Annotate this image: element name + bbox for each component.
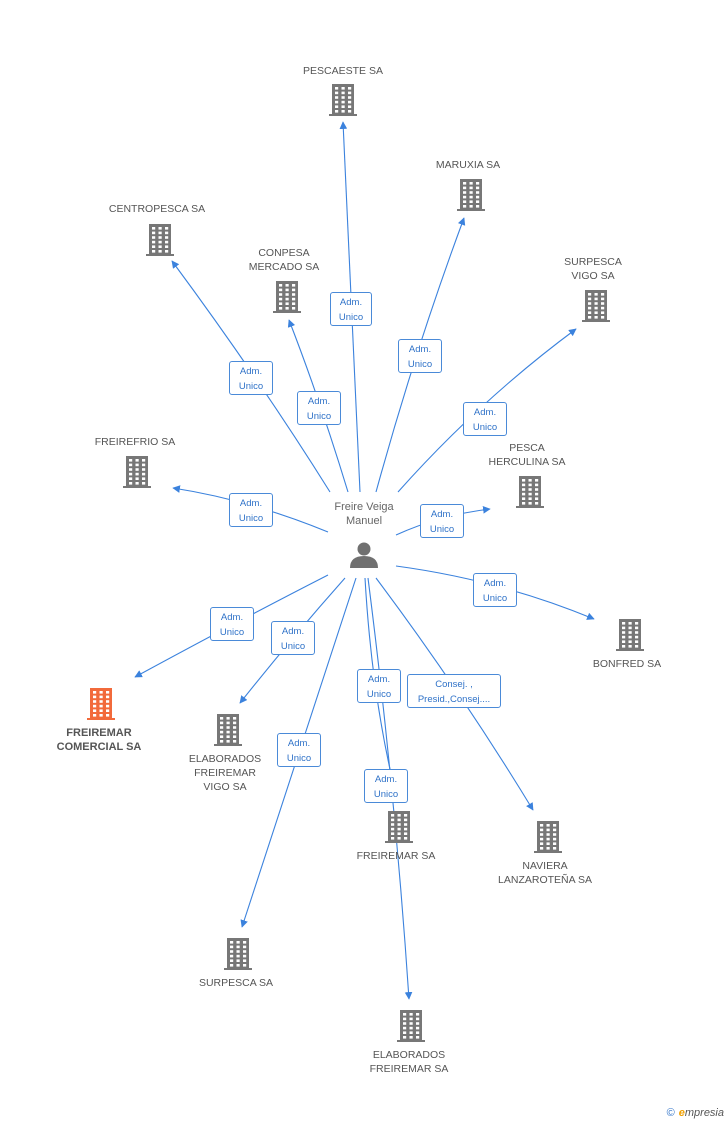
node-label-pescaeste[interactable]: PESCAESTE SA — [303, 65, 383, 77]
building-icon-freiremar-comercial[interactable] — [87, 688, 115, 720]
building-icon-elaborados-vigo[interactable] — [214, 714, 242, 746]
person-icon[interactable] — [350, 542, 378, 569]
edge-label-freiremar-comercial[interactable]: Adm. Unico — [210, 607, 254, 641]
edge-label-surpesca[interactable]: Adm. Unico — [277, 733, 321, 767]
edge-label-elaborados[interactable]: Adm. Unico — [364, 769, 408, 803]
edge-label-pescaeste[interactable]: Adm. Unico — [330, 292, 372, 326]
edge-label-freirefrio[interactable]: Adm. Unico — [229, 493, 273, 527]
building-icon-surpesca[interactable] — [224, 938, 252, 970]
node-label-elaborados-vigo[interactable]: ELABORADOS FREIREMAR VIGO SA — [188, 753, 262, 793]
building-icon-centropesca[interactable] — [146, 224, 174, 256]
node-label-elaborados[interactable]: ELABORADOS FREIREMAR SA — [369, 1049, 449, 1075]
building-icon-freirefrio[interactable] — [123, 456, 151, 488]
building-icon-pesca-herculina[interactable] — [516, 476, 544, 508]
edge-label-pesca-herculina[interactable]: Adm. Unico — [420, 504, 464, 538]
node-label-surpesca[interactable]: SURPESCA SA — [198, 977, 274, 989]
edge-label-conpesa[interactable]: Adm. Unico — [297, 391, 341, 425]
node-label-bonfred[interactable]: BONFRED SA — [592, 658, 662, 670]
building-icon-freiremar[interactable] — [385, 811, 413, 843]
building-icon-bonfred[interactable] — [616, 619, 644, 651]
edge-label-elaborados-vigo[interactable]: Adm. Unico — [271, 621, 315, 655]
node-label-centropesca[interactable]: CENTROPESCA SA — [108, 203, 206, 215]
node-label-freiremar-comercial[interactable]: FREIREMAR COMERCIAL SA — [56, 727, 142, 753]
node-label-freiremar[interactable]: FREIREMAR SA — [356, 850, 436, 862]
node-label-freirefrio[interactable]: FREIREFRIO SA — [94, 436, 176, 448]
node-label-conpesa[interactable]: CONPESA MERCADO SA — [248, 247, 320, 273]
node-label-pesca-herculina[interactable]: PESCA HERCULINA SA — [488, 442, 566, 468]
footer-brand[interactable]: ©empresia — [667, 1107, 724, 1119]
edge-label-maruxia[interactable]: Adm. Unico — [398, 339, 442, 373]
node-label-naviera[interactable]: NAVIERA LANZAROTEÑA SA — [498, 860, 592, 886]
edge-label-bonfred[interactable]: Adm. Unico — [473, 573, 517, 607]
building-icon-pescaeste[interactable] — [329, 84, 357, 116]
copyright-symbol: © — [666, 1107, 675, 1119]
node-label-surpesca-vigo[interactable]: SURPESCA VIGO SA — [564, 256, 622, 282]
brand-logo: empresia — [678, 1107, 724, 1119]
edge-label-freiremar[interactable]: Adm. Unico — [357, 669, 401, 703]
edge-label-naviera[interactable]: Consej. , Presid.,Consej.... — [407, 674, 501, 708]
building-icon-naviera[interactable] — [534, 821, 562, 853]
building-icon-surpesca-vigo[interactable] — [582, 290, 610, 322]
person-name[interactable]: Freire Veiga Manuel — [334, 501, 394, 527]
edge-label-surpesca-vigo[interactable]: Adm. Unico — [463, 402, 507, 436]
building-icon-maruxia[interactable] — [457, 179, 485, 211]
node-label-maruxia[interactable]: MARUXIA SA — [435, 159, 501, 171]
edge-label-centropesca[interactable]: Adm. Unico — [229, 361, 273, 395]
building-icon-conpesa[interactable] — [273, 281, 301, 313]
building-icon-elaborados[interactable] — [397, 1010, 425, 1042]
